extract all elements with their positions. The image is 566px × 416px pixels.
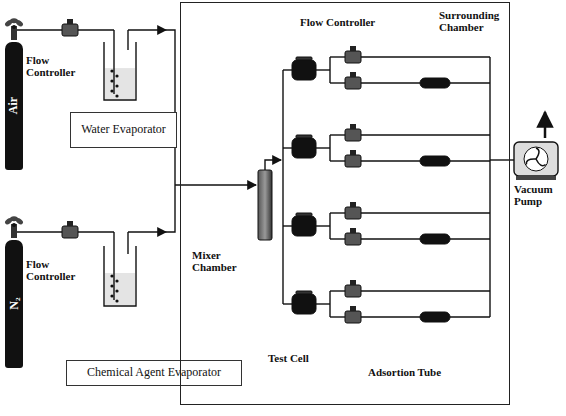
part-label: Vacuum Pump <box>514 183 564 207</box>
gas-pipe <box>330 134 345 135</box>
gas-pipe <box>17 29 62 30</box>
evaporator-vessel <box>104 246 136 306</box>
gas-pipe <box>361 290 490 291</box>
adsorption-tube <box>420 156 450 166</box>
flow-controller <box>345 306 361 323</box>
part-label: Test Cell <box>268 352 320 364</box>
part-label: Flow Controller <box>300 16 375 28</box>
gas-pipe <box>127 30 128 50</box>
flow-controller <box>62 221 78 238</box>
gas-pipe <box>361 134 490 135</box>
evaporator-vessel <box>104 42 136 100</box>
gas-pipe <box>330 316 345 317</box>
gas-pipe <box>490 159 514 160</box>
part-label: Mixer Chamber <box>192 249 250 273</box>
exhaust-arrow <box>544 112 547 138</box>
gas-pipe <box>361 160 420 161</box>
part-label: Adsortion Tube <box>368 366 441 378</box>
part-label: Flow Controller <box>26 258 86 282</box>
gas-pipe <box>361 316 420 317</box>
evaporator-box: Chemical Agent Evaporator <box>66 360 242 386</box>
gas-pipe <box>175 184 256 185</box>
gas-pipe <box>329 135 330 161</box>
test-cell-cap <box>296 135 312 138</box>
gas-pipe <box>113 30 114 94</box>
gas-pipe <box>450 82 490 83</box>
vacuum-pump <box>514 142 558 180</box>
gas-pipe <box>166 185 175 232</box>
gas-pipe <box>265 160 281 170</box>
test-cell <box>292 216 316 236</box>
gas-pipe <box>283 147 292 148</box>
test-cell <box>292 294 316 314</box>
gas-pipe <box>78 231 114 232</box>
gas-pipe <box>316 147 330 148</box>
flow-controller <box>345 280 361 297</box>
gas-pipe <box>316 225 330 226</box>
cylinder-label: N₂ <box>7 298 20 310</box>
gas-pipe <box>489 57 490 317</box>
gas-pipe <box>361 212 490 213</box>
gas-pipe <box>329 57 330 83</box>
gas-pipe <box>128 29 166 30</box>
test-cell <box>292 138 316 158</box>
gas-pipe <box>127 232 128 254</box>
gas-pipe <box>128 231 166 232</box>
part-label: Flow Controller <box>26 54 86 78</box>
gas-pipe <box>330 160 345 161</box>
flow-controller <box>345 124 361 141</box>
test-cell-cap <box>296 291 312 294</box>
gas-pipe <box>17 231 62 232</box>
adsorption-tube <box>420 312 450 322</box>
adsorption-tube <box>420 234 450 244</box>
adsorption-tube <box>420 78 450 88</box>
gas-pipe <box>283 225 292 226</box>
gas-pipe <box>316 303 330 304</box>
gas-pipe <box>283 303 292 304</box>
gas-pipe <box>361 82 420 83</box>
gas-pipe <box>361 238 420 239</box>
chamber-label: Surrounding Chamber <box>439 9 503 33</box>
gas-pipe <box>361 56 490 57</box>
gas-pipe <box>166 30 175 185</box>
gas-pipe <box>450 316 490 317</box>
flow-controller <box>345 202 361 219</box>
test-cell-cap <box>296 57 312 60</box>
gas-pipe <box>329 291 330 317</box>
gas-cylinder: Air <box>5 42 23 170</box>
flow-controller <box>345 228 361 245</box>
cylinder-valve <box>4 216 24 238</box>
gas-pipe <box>450 238 490 239</box>
gas-pipe <box>329 213 330 239</box>
chamber-enclosure: Surrounding Chamber <box>180 2 510 405</box>
box-label: Chemical Agent Evaporator <box>81 366 227 379</box>
gas-pipe <box>330 82 345 83</box>
box-label: Water Evaporator <box>75 123 172 136</box>
test-cell-cap <box>296 213 312 216</box>
flow-controller <box>62 19 78 36</box>
gas-pipe <box>330 212 345 213</box>
gas-pipe <box>330 290 345 291</box>
mixer-vessel <box>258 170 272 240</box>
gas-pipe <box>316 69 330 70</box>
flow-controller <box>345 46 361 63</box>
gas-pipe <box>450 160 490 161</box>
test-cell <box>292 60 316 80</box>
gas-pipe <box>283 69 292 70</box>
evaporator-box: Water Evaporator <box>70 112 177 148</box>
flow-controller <box>345 150 361 167</box>
gas-pipe <box>330 56 345 57</box>
gas-cylinder: N₂ <box>5 240 23 368</box>
gas-pipe <box>282 70 283 304</box>
gas-pipe <box>78 29 114 30</box>
gas-pipe <box>113 232 114 300</box>
cylinder-valve <box>4 18 24 40</box>
gas-pipe <box>330 238 345 239</box>
cylinder-label: Air <box>7 97 20 114</box>
flow-controller <box>345 72 361 89</box>
